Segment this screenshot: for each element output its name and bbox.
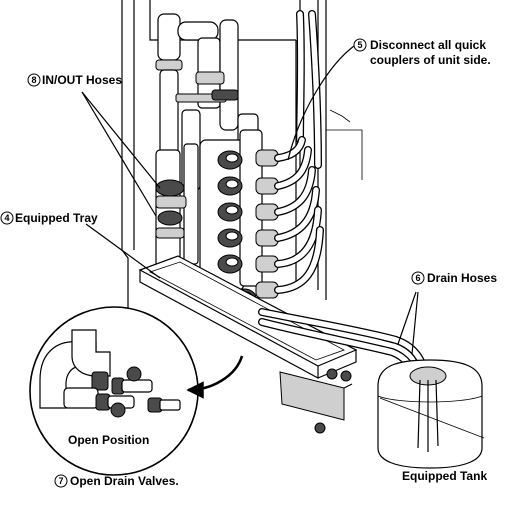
callout-5-number: 5 xyxy=(357,40,362,50)
quick-coupler xyxy=(217,254,243,274)
callout-6-number: 6 xyxy=(415,273,420,283)
in-out-fittings xyxy=(155,149,187,271)
callout-8-number: 8 xyxy=(31,75,36,85)
leader-callout-8a xyxy=(81,91,161,189)
callout-8: 8 IN/OUT Hoses xyxy=(27,73,122,87)
valve-knob xyxy=(314,368,352,434)
leader-callout-6b xyxy=(411,291,419,355)
leader-lines xyxy=(81,45,419,399)
callout-7: 7 Open Drain Valves. xyxy=(54,474,179,488)
equipped-tank xyxy=(377,359,485,469)
leader-callout-8b xyxy=(81,91,157,217)
quick-coupler xyxy=(217,228,243,248)
callout-6: 6 Drain Hoses xyxy=(411,271,497,285)
open-valve-arrow xyxy=(186,355,244,399)
coupler-manifold xyxy=(183,129,324,308)
callout-4: 4 Equipped Tray xyxy=(0,211,98,225)
callout-8-label: IN/OUT Hoses xyxy=(42,73,122,87)
inset-caption: Open Position xyxy=(68,433,149,447)
drain-valve-inset xyxy=(29,306,199,476)
leader-callout-6a xyxy=(397,291,417,345)
supply-hoses xyxy=(296,10,322,169)
callout-5-line-2: couplers of unit side. xyxy=(370,53,491,67)
leader-callout-4 xyxy=(85,223,161,279)
quick-coupler xyxy=(217,150,243,170)
equipped-tray xyxy=(138,255,358,434)
callout-7-number: 7 xyxy=(58,476,63,486)
callout-5: 5 Disconnect all quick couplers of unit … xyxy=(353,38,491,67)
tank-caption: Equipped Tank xyxy=(402,469,487,483)
callout-6-label: Drain Hoses xyxy=(427,271,497,285)
callout-4-number: 4 xyxy=(4,213,9,223)
quick-coupler xyxy=(217,176,243,196)
callout-5-line-1: Disconnect all quick xyxy=(370,38,486,52)
callout-7-label: Open Drain Valves. xyxy=(70,474,179,488)
callout-4-label: Equipped Tray xyxy=(15,211,98,225)
leader-callout-5 xyxy=(287,45,355,161)
quick-coupler xyxy=(217,202,243,222)
